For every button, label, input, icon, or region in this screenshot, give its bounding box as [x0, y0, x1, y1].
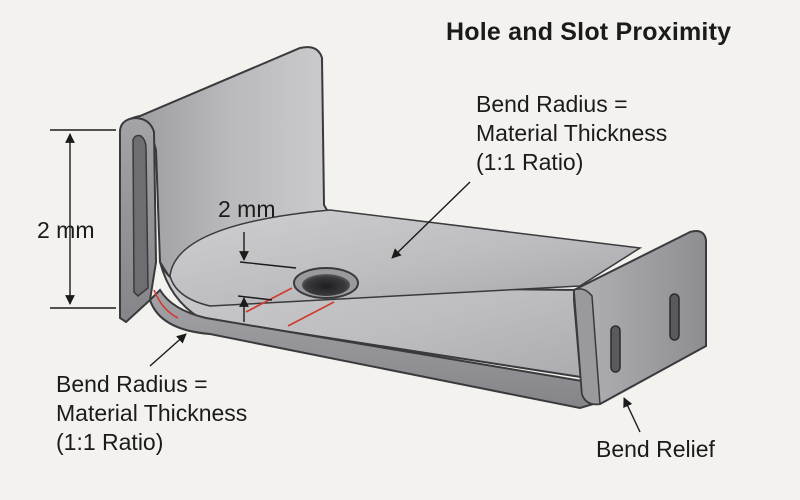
- callout-line: Material Thickness: [476, 120, 668, 146]
- callout-line: (1:1 Ratio): [56, 429, 164, 455]
- relief-slot-2: [669, 293, 680, 341]
- right-flange: [573, 230, 707, 406]
- flange-height-dimension: [50, 129, 116, 309]
- callout-line: Bend Radius =: [476, 91, 628, 117]
- hole: [302, 274, 350, 296]
- bend-relief-label: Bend Relief: [596, 436, 715, 462]
- relief-slot-1: [610, 325, 621, 373]
- bend-radius-callout-bottom: Bend Radius = Material Thickness (1:1 Ra…: [56, 370, 247, 457]
- hole-distance-label: 2 mm: [218, 196, 276, 222]
- callout-line: Material Thickness: [56, 400, 248, 426]
- diagram-title: Hole and Slot Proximity: [446, 18, 732, 46]
- callout-line: (1:1 Ratio): [476, 149, 584, 175]
- flange-height-label: 2 mm: [37, 217, 95, 243]
- bend-radius-callout-top: Bend Radius = Material Thickness (1:1 Ra…: [476, 90, 667, 177]
- callout-line: Bend Radius =: [56, 371, 208, 397]
- leader-arrows: [149, 181, 641, 433]
- hole-distance-dimension: [237, 232, 297, 322]
